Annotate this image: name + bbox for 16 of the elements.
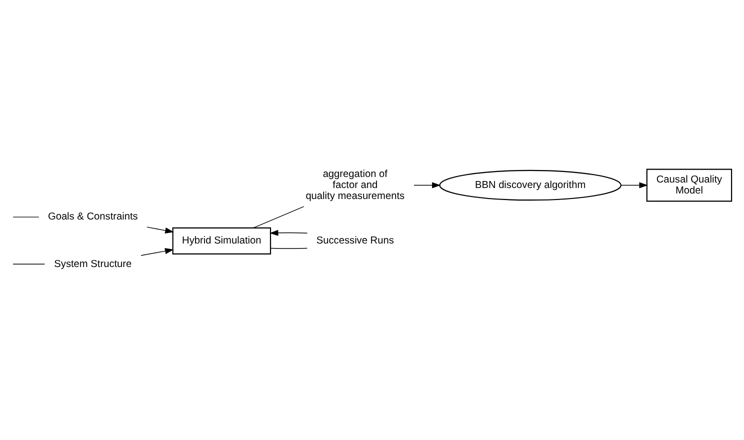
arrow — [146, 226, 174, 233]
node-text: Goals & Constraints — [48, 211, 138, 222]
arrow — [270, 229, 308, 236]
node-text: System Structure — [54, 258, 132, 270]
node-box: Causal Quality Model — [646, 168, 732, 202]
arrow — [140, 248, 174, 256]
connector — [253, 206, 304, 228]
node-ellipse: BBN discovery algorithm — [439, 169, 622, 200]
connector — [270, 247, 308, 248]
connector — [12, 216, 40, 217]
node-text: aggregation of factor and quality measurements — [306, 168, 405, 202]
arrow — [620, 182, 648, 188]
connector — [12, 263, 45, 264]
node-box: Hybrid Simulation — [172, 226, 272, 254]
arrow — [414, 182, 441, 188]
node-text: Successive Runs — [316, 235, 394, 246]
